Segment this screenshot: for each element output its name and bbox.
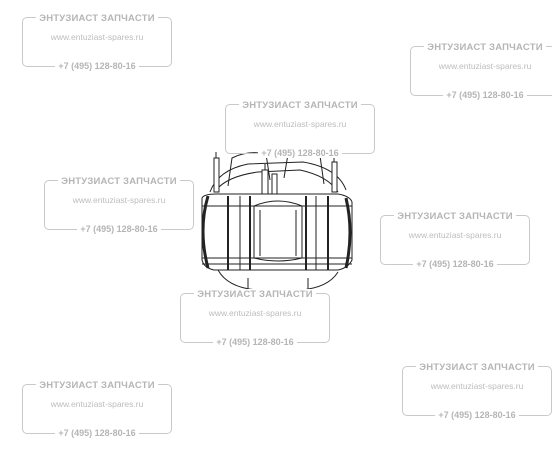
stator-part-image — [201, 150, 353, 298]
watermark-phone: +7 (495) 128-80-16 — [55, 61, 139, 71]
watermark-stamp: ЭНТУЗИАСТ ЗАПЧАСТИ www.entuziast-spares.… — [402, 362, 552, 420]
watermark-url: www.entuziast-spares.ru — [408, 230, 502, 240]
watermark-phone: +7 (495) 128-80-16 — [213, 337, 297, 347]
watermark-url: www.entuziast-spares.ru — [50, 399, 144, 409]
watermark-phone: +7 (495) 128-80-16 — [258, 148, 342, 158]
watermark-title: ЭНТУЗИАСТ ЗАПЧАСТИ — [239, 100, 361, 111]
watermark-url: www.entuziast-spares.ru — [438, 61, 532, 71]
watermark-url: www.entuziast-spares.ru — [208, 308, 302, 318]
watermark-title: ЭНТУЗИАСТ ЗАПЧАСТИ — [416, 362, 538, 373]
watermark-title: ЭНТУЗИАСТ ЗАПЧАСТИ — [36, 380, 158, 391]
watermark-title: ЭНТУЗИАСТ ЗАПЧАСТИ — [394, 211, 516, 222]
watermark-title: ЭНТУЗИАСТ ЗАПЧАСТИ — [36, 13, 158, 24]
watermark-title: ЭНТУЗИАСТ ЗАПЧАСТИ — [194, 289, 316, 300]
watermark-phone: +7 (495) 128-80-16 — [77, 224, 161, 234]
watermark-phone: +7 (495) 128-80-16 — [435, 410, 519, 420]
watermark-url: www.entuziast-spares.ru — [253, 119, 347, 129]
watermark-url: www.entuziast-spares.ru — [50, 32, 144, 42]
watermark-stamp: ЭНТУЗИАСТ ЗАПЧАСТИ www.entuziast-spares.… — [44, 176, 194, 234]
watermark-url: www.entuziast-spares.ru — [430, 381, 524, 391]
watermark-stamp: ЭНТУЗИАСТ ЗАПЧАСТИ www.entuziast-spares.… — [225, 100, 375, 158]
watermark-title: ЭНТУЗИАСТ ЗАПЧАСТИ — [424, 42, 546, 53]
watermark-phone: +7 (495) 128-80-16 — [55, 428, 139, 438]
watermark-stamp: ЭНТУЗИАСТ ЗАПЧАСТИ www.entuziast-spares.… — [380, 211, 530, 269]
watermark-stamp: ЭНТУЗИАСТ ЗАПЧАСТИ www.entuziast-spares.… — [180, 289, 330, 347]
watermark-stamp: ЭНТУЗИАСТ ЗАПЧАСТИ www.entuziast-spares.… — [22, 13, 172, 71]
watermark-stamp: ЭНТУЗИАСТ ЗАПЧАСТИ www.entuziast-spares.… — [410, 42, 552, 100]
watermark-url: www.entuziast-spares.ru — [72, 195, 166, 205]
watermark-title: ЭНТУЗИАСТ ЗАПЧАСТИ — [58, 176, 180, 187]
watermark-stamp: ЭНТУЗИАСТ ЗАПЧАСТИ www.entuziast-spares.… — [22, 380, 172, 438]
watermark-phone: +7 (495) 128-80-16 — [443, 90, 527, 100]
watermark-phone: +7 (495) 128-80-16 — [413, 259, 497, 269]
